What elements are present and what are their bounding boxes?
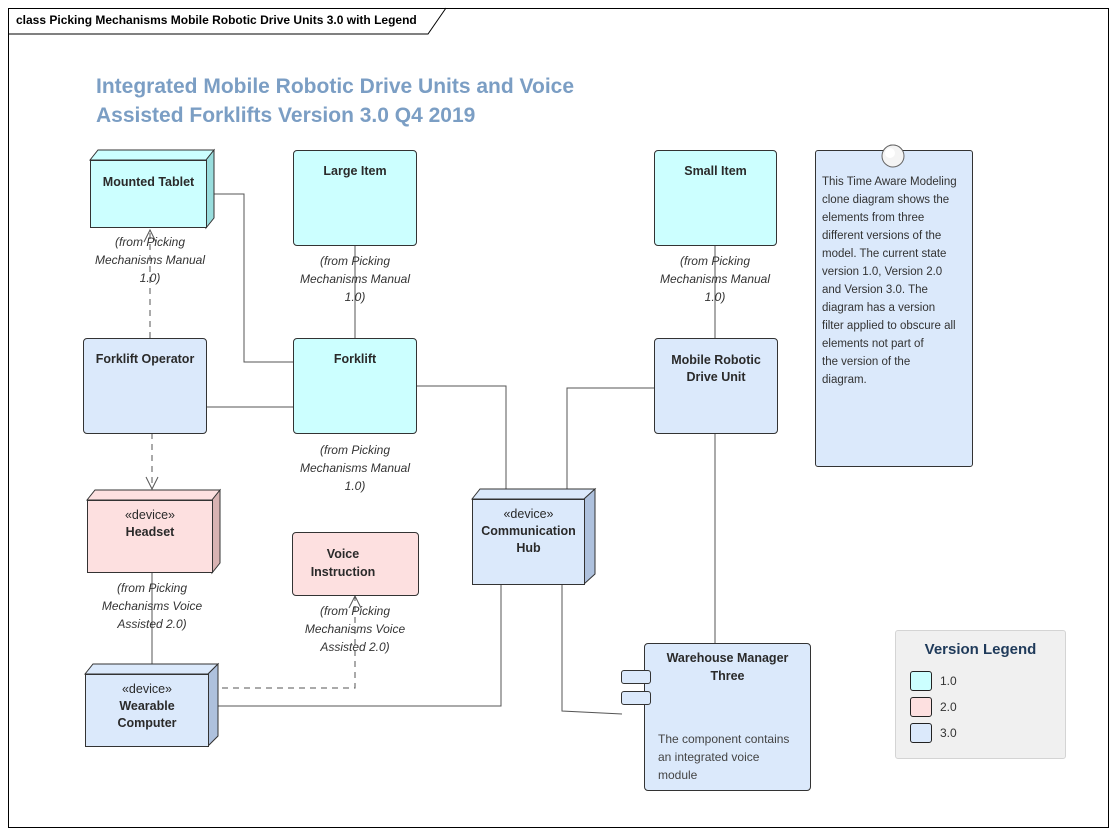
node-forklift[interactable]: Forklift — [293, 338, 417, 434]
node-headset[interactable]: «device» Headset — [87, 500, 213, 573]
node-label: Voice — [326, 547, 360, 561]
node-large-item[interactable]: Large Item — [293, 150, 417, 246]
node-3d-top — [85, 489, 222, 501]
node-label: Communication — [481, 524, 576, 538]
arrowhead-tablet — [143, 228, 157, 243]
arrowhead-headset — [145, 476, 159, 491]
legend-label: 1.0 — [940, 674, 957, 688]
node-3d-top — [88, 149, 216, 161]
node-forklift-operator[interactable]: Forklift Operator — [83, 338, 207, 434]
node-small-item[interactable]: Small Item — [654, 150, 777, 246]
node-label: Hub — [516, 541, 541, 555]
node-label: Small Item — [684, 164, 747, 178]
legend-swatch — [910, 671, 932, 691]
diagram-title: Integrated Mobile Robotic Drive Units an… — [96, 72, 656, 130]
node-3d-side — [211, 488, 221, 575]
node-label: Instruction — [310, 565, 376, 579]
component-port-icon — [621, 691, 651, 705]
node-label: Forklift — [333, 352, 377, 366]
node-3d-top — [470, 488, 597, 500]
node-label: Forklift Operator — [95, 352, 195, 366]
node-3d-top — [83, 663, 220, 675]
node-label: Computer — [117, 716, 177, 730]
stereotype: «device» — [503, 507, 554, 521]
node-label: Mobile Robotic — [671, 353, 761, 367]
node-label: Large Item — [323, 164, 387, 178]
connector-hub-robotic — [566, 387, 654, 497]
legend-swatch — [910, 723, 932, 743]
title-line-1: Integrated Mobile Robotic Drive Units an… — [96, 75, 575, 98]
connector-hub-warehouse — [561, 584, 623, 715]
dependency-wearable-voice — [222, 596, 356, 689]
version-legend: Version Legend 1.0 2.0 3.0 — [895, 630, 1066, 759]
node-mounted-tablet[interactable]: Mounted Tablet — [90, 160, 207, 228]
node-label: Three — [710, 669, 745, 683]
legend-label: 2.0 — [940, 700, 957, 714]
title-line-2: Assisted Forklifts Version 3.0 Q4 2019 — [96, 104, 476, 127]
node-label: Mounted Tablet — [102, 175, 195, 189]
node-label: Warehouse Manager — [666, 651, 789, 665]
connector-tablet-forklift — [214, 193, 293, 363]
stereotype: «device» — [124, 508, 176, 522]
connector-wearable-hub — [218, 584, 502, 707]
node-communication-hub[interactable]: «device» Communication Hub — [472, 499, 585, 585]
node-mobile-robotic-drive-unit[interactable]: Mobile Robotic Drive Unit — [654, 338, 778, 434]
node-label: Wearable — [119, 699, 175, 713]
node-3d-side — [205, 148, 215, 230]
component-port-icon — [621, 670, 651, 684]
legend-label: 3.0 — [940, 726, 957, 740]
node-voice-instruction[interactable]: Voice Instruction — [292, 532, 419, 596]
arrowhead-voice — [348, 594, 362, 609]
node-3d-side — [207, 662, 219, 748]
frame-label: class Picking Mechanisms Mobile Robotic … — [16, 13, 417, 27]
stereotype: «device» — [121, 682, 173, 696]
legend-swatch — [910, 697, 932, 717]
node-wearable-computer[interactable]: «device» Wearable Computer — [85, 674, 209, 747]
node-warehouse-manager[interactable]: Warehouse Manager Three The component co… — [644, 643, 811, 791]
diagram-frame — [8, 8, 1109, 828]
legend-title: Version Legend — [924, 641, 1037, 658]
connector-forklift-hub — [416, 385, 507, 497]
node-label: Drive Unit — [686, 370, 746, 384]
node-label: Headset — [125, 525, 175, 539]
node-3d-side — [583, 487, 596, 586]
